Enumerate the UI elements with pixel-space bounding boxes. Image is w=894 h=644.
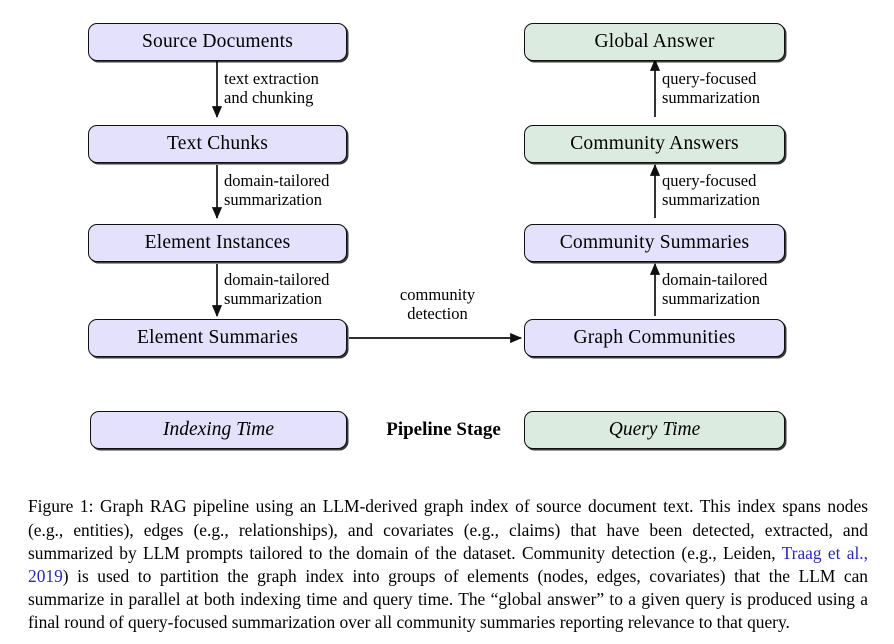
edge-label-line: text extraction [224,69,319,88]
caption-part-1: Graph RAG pipeline using an LLM-derived … [28,496,868,563]
legend-title-pipeline-stage: Pipeline Stage [376,411,511,449]
node-community-answers[interactable]: Community Answers [524,125,785,163]
edge-label-domain-tailored-summarization-1: domain-tailored summarization [224,171,329,210]
legend-label: Query Time [608,419,701,440]
node-graph-communities[interactable]: Graph Communities [524,319,785,357]
node-text-chunks[interactable]: Text Chunks [88,125,347,163]
edge-label-query-focused-summarization-2: query-focused summarization [662,69,760,108]
edge-label-text-extraction-and-chunking: text extraction and chunking [224,69,319,108]
edge-label-line: and chunking [224,88,314,108]
edge-label-line: query-focused [662,171,757,190]
caption-prefix: Figure 1: [28,496,100,517]
edge-label-line: summarization [662,190,761,210]
edge-label-line: summarization [224,289,323,309]
edge-label-query-focused-summarization-1: query-focused summarization [662,171,760,210]
edge-label-domain-tailored-summarization-2: domain-tailored summarization [224,270,329,309]
edge-label-line: domain-tailored [224,270,330,289]
edge-label-line: domain-tailored [662,270,768,289]
edge-label-community-detection: community detection [380,285,495,324]
legend-query-time[interactable]: Query Time [524,411,785,449]
edge-label-line: query-focused [662,69,757,88]
node-source-documents[interactable]: Source Documents [88,23,347,61]
edge-label-domain-tailored-summarization-3: domain-tailored summarization [662,270,767,309]
node-element-summaries[interactable]: Element Summaries [88,319,347,357]
node-label: Global Answer [594,31,715,53]
node-label: Source Documents [141,31,294,53]
edge-label-line: summarization [662,289,761,309]
edge-label-line: summarization [224,190,323,210]
edge-label-line: community [399,285,476,304]
node-label: Element Instances [144,232,291,254]
legend-label: Indexing Time [162,419,275,440]
node-label: Graph Communities [573,327,736,349]
node-label: Community Summaries [559,232,750,254]
node-global-answer[interactable]: Global Answer [524,23,785,61]
edge-label-line: detection [407,304,468,324]
node-label: Element Summaries [137,327,298,349]
citation-link-traag-2019[interactable]: Traag et al., 2019 [28,542,869,586]
legend-indexing-time[interactable]: Indexing Time [90,411,347,449]
node-label: Text Chunks [166,133,269,155]
figure-graph-rag-pipeline: Source Documents Text Chunks Element Ins… [88,23,785,449]
caption-part-2: ) is used to partition the graph index i… [28,565,868,633]
edge-label-line: domain-tailored [224,171,330,190]
node-element-instances[interactable]: Element Instances [88,224,347,262]
edge-label-line: summarization [662,88,761,108]
legend-title-label: Pipeline Stage [386,419,501,440]
figure-caption: Figure 1: Graph RAG pipeline using an LL… [28,495,868,634]
node-label: Community Answers [570,133,739,155]
node-community-summaries[interactable]: Community Summaries [524,224,785,262]
